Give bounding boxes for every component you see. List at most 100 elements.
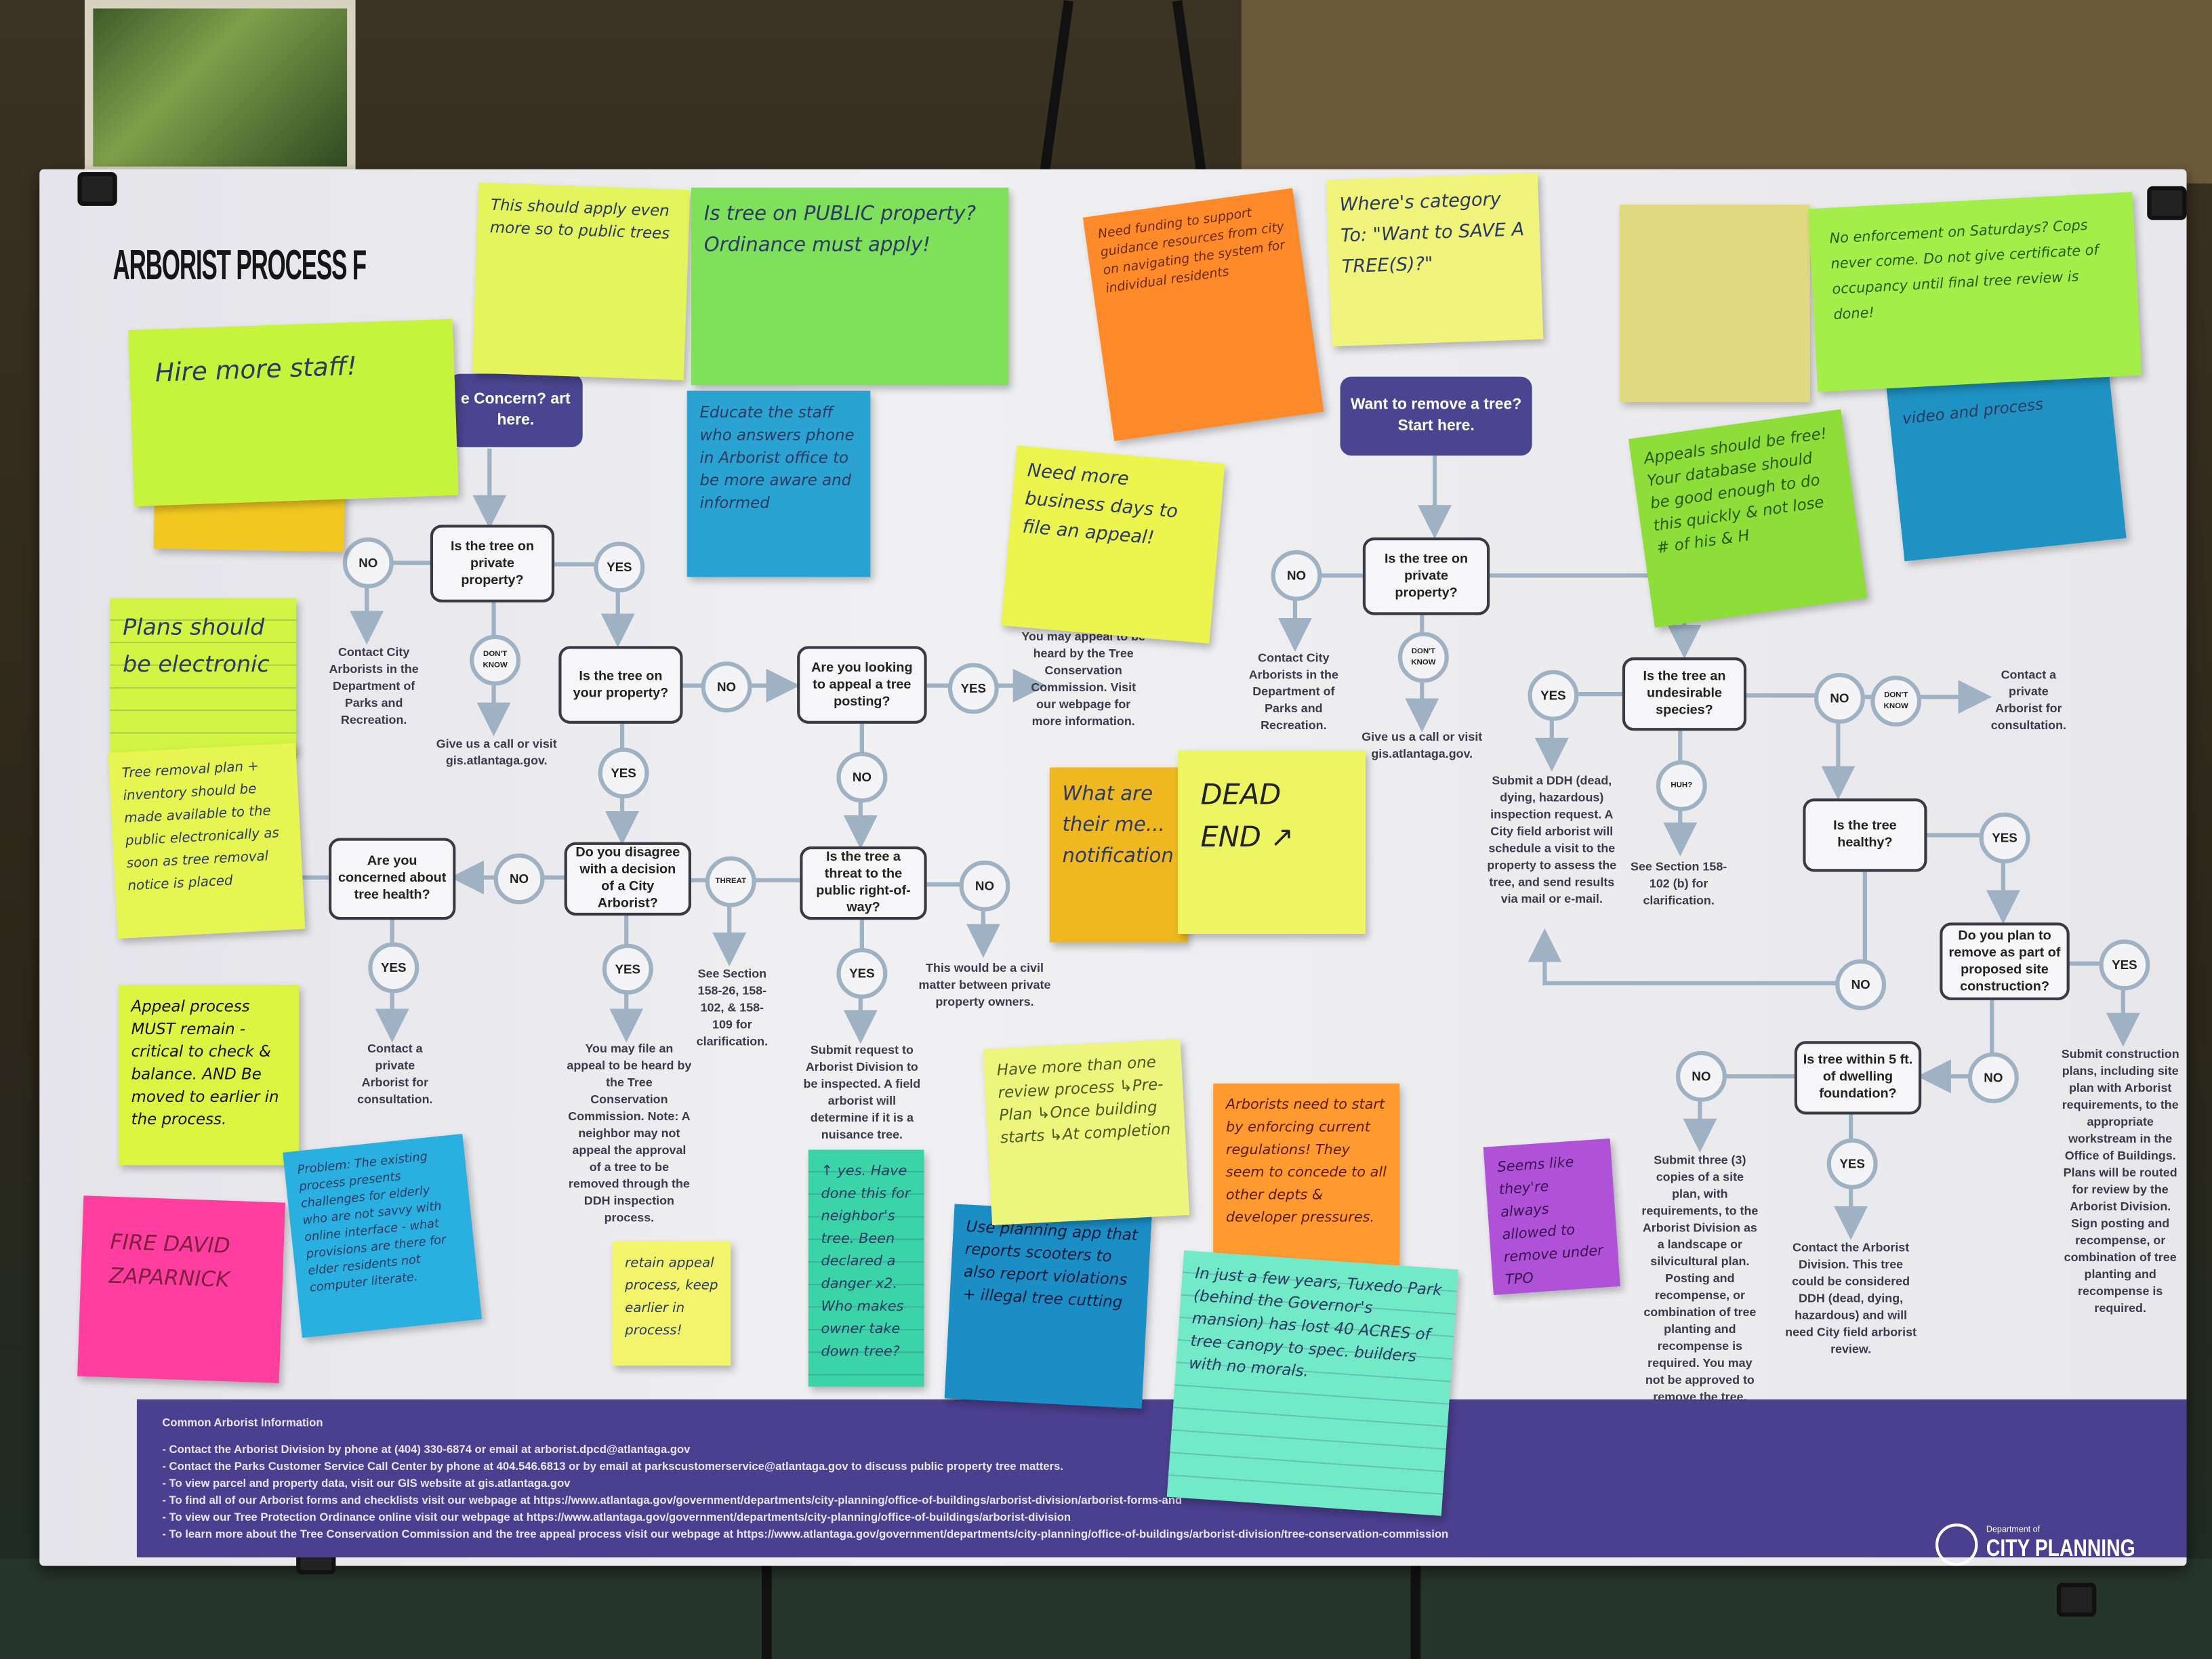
sticky-note: ↑ yes. Have done this for neighbor's tre… [808,1149,924,1387]
background-wall [1241,0,2212,184]
background-window [84,0,356,176]
outcome-text: Contact City Arborists in the Department… [1248,650,1338,733]
outcome-text: Contact the Arborist Division. This tree… [1785,1240,1917,1356]
connector-huh: HUH? [1656,760,1707,811]
outcome-text: See Section 158-26, 158-102, & 158-109 f… [696,966,769,1048]
footer-item: - To view our Tree Protection Ordinance … [162,1511,1071,1524]
binder-clip [77,171,117,206]
outcome-text: Give us a call or visit gis.atlantaga.go… [1361,729,1483,760]
connector-no: NO [493,853,545,905]
connector-yes: YES [836,947,888,999]
connector-no: NO [701,661,752,713]
outcome-text: Submit request to Arborist Division to b… [803,1042,921,1142]
outcome-text: This would be a civil matter between pri… [918,960,1051,1009]
sticky-note: Appeal process MUST remain - critical to… [118,984,300,1166]
sticky-note: What are their me... notification [1049,767,1188,943]
connector-no: NO [1835,959,1887,1010]
connector-no: NO [959,860,1010,912]
sticky-note: Plans should be electronic [110,598,297,754]
connector-no: NO [1675,1050,1727,1102]
outcome-text: Contact a private Arborist for consultat… [357,1041,433,1106]
outcome-text: See Section 158-102 (b) for clarificatio… [1631,859,1727,907]
sticky-note: Have more than one review process ↳Pre-P… [983,1038,1190,1226]
connector-dont-know: DON'T KNOW [1870,676,1922,727]
connector-dont-know: DON'T KNOW [1397,632,1449,683]
connector-no: NO [1967,1052,2019,1103]
connector-no: NO [342,537,394,589]
connector-yes: YES [598,747,649,799]
outcome-text: Contact City Arborists in the Department… [329,644,419,727]
connector-threat: THREAT [705,856,756,907]
start-box-concern: e Concern? art here. [448,373,583,447]
common-arborist-info-footer: Common Arborist Information - Contact th… [136,1399,2187,1558]
connector-no: NO [836,752,888,803]
sticky-note: Where's category To: "Want to SAVE A TRE… [1326,172,1544,347]
decision-private-property: Is the tree on private property? [430,525,555,602]
sticky-note: Appeals should be free! Your database sh… [1628,409,1868,628]
sticky-note: In just a few years, Tuxedo Park (behind… [1166,1250,1459,1516]
connector-yes: YES [2099,939,2150,991]
sticky-note: Seems like they're always allowed to rem… [1483,1138,1620,1295]
decision-right-of-way: Is the tree a threat to the public right… [800,846,927,920]
footer-item: - To find all of our Arborist forms and … [162,1494,1183,1507]
sticky-note: Educate the staff who answers phone in A… [687,390,871,577]
sticky-note: Need funding to support guidance resourc… [1082,188,1324,441]
connector-yes: YES [1826,1138,1878,1189]
decision-site-construction: Do you plan to remove as part of propose… [1940,922,2070,1000]
connector-yes: YES [602,943,653,995]
decision-dwelling-foundation: Is tree within 5 ft. of dwelling foundat… [1794,1041,1922,1115]
sticky-note: video and process [1885,358,2127,562]
connector-dont-know: DON'T KNOW [470,634,521,686]
decision-tree-healthy: Is the tree healthy? [1803,798,1927,872]
sticky-note: Hire more staff! [128,319,459,507]
decision-appeal-posting: Are you looking to appeal a tree posting… [797,646,927,724]
carpet [0,1559,2212,1659]
sticky-note: Use planning app that reports scooters t… [944,1204,1152,1409]
footer-heading: Common Arborist Information [162,1416,323,1429]
outcome-text: Submit a DDH (dead, dying, hazardous) in… [1487,773,1617,906]
sticky-note: retain appeal process, keep earlier in p… [612,1241,731,1366]
sticky-note: Is tree on PUBLIC property? Ordinance mu… [691,187,1009,386]
connector-yes: YES [594,541,645,593]
sticky-note: DEAD END ↗ [1178,750,1366,935]
easel-leg [1410,1551,1421,1659]
logo-dept: Department of [1986,1526,2041,1535]
binder-clip [2147,186,2187,220]
sticky-note: Tree removal plan + inventory should be … [108,743,306,939]
sticky-note: No enforcement on Saturdays? Cops never … [1808,192,2142,392]
decision-disagree-arborist: Do you disagree with a decision of a Cit… [564,842,691,916]
outcome-text: Give us a call or visit gis.atlantaga.go… [436,736,557,768]
connector-yes: YES [368,942,419,994]
outcome-text: You may appeal to be heard by the Tree C… [1021,629,1145,729]
sticky-note-blank [1619,204,1810,403]
connector-yes: YES [1979,813,2030,863]
sticky-note: Need more business days to file an appea… [1001,445,1225,644]
sticky-note: Arborists need to start by enforcing cur… [1213,1083,1399,1267]
sticky-note: This should apply even more so to public… [472,182,691,381]
sticky-note: FIRE DAVID ZAPARNICK [77,1195,285,1383]
decision-undesirable-species: Is the tree an undesirable species? [1622,657,1747,731]
outcome-text: Submit three (3) copies of a site plan, … [1641,1152,1759,1404]
outcome-text: Submit construction plans, including sit… [2061,1046,2179,1315]
footer-item: - To view parcel and property data, visi… [162,1477,571,1490]
footer-item: - Contact the Arborist Division by phone… [162,1443,691,1456]
logo-name: CITY PLANNING [1986,1534,2135,1562]
easel-leg [762,1551,772,1659]
connector-no: NO [1271,550,1322,601]
outcome-text: Contact a private Arborist for consultat… [1990,667,2067,733]
connector-no: NO [1814,672,1865,724]
city-seal-icon [1935,1523,1978,1566]
sticky-note: Problem: The existing process presents c… [283,1133,482,1338]
start-box-remove-tree: Want to remove a tree? Start here. [1340,376,1532,456]
outcome-text: You may file an appeal to be heard by th… [567,1041,692,1225]
decision-private-property-2: Is the tree on private property? [1362,537,1490,615]
connector-yes: YES [1528,670,1579,721]
footer-item: - Contact the Parks Customer Service Cal… [162,1460,1063,1473]
poster-title: ARBORIST PROCESS F [112,243,367,289]
decision-tree-health: Are you concerned about tree health? [329,838,456,920]
binder-clip [2057,1582,2097,1617]
decision-your-property: Is the tree on your property? [558,646,683,724]
connector-yes: YES [947,663,999,714]
